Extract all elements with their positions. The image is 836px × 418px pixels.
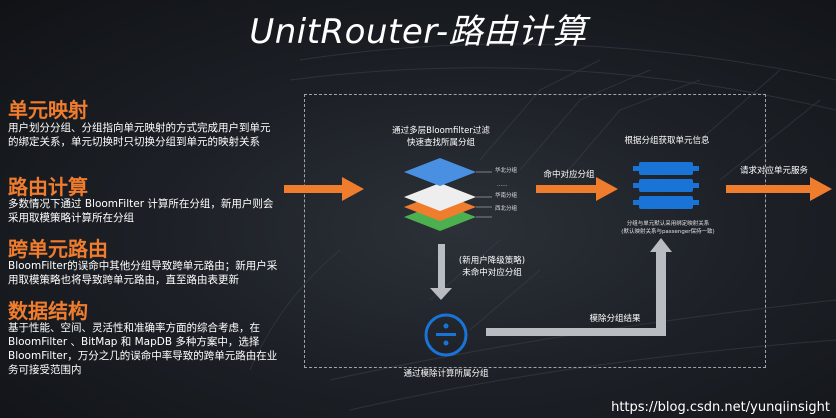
bloom-label-line2: 快速查找所属分组 — [406, 138, 475, 148]
layer-label-northwest: 西北分组 — [495, 206, 518, 212]
section-heading-unit-mapping: 单元映射 — [8, 98, 88, 122]
request-unit-label: 请求对应单元服务 — [739, 166, 808, 176]
layer-label-south: 华南分组 — [495, 193, 518, 199]
section-heading-cross-unit: 跨单元路由 — [8, 237, 108, 261]
section-body-cross-unit: BloomFilter的误命中其他分组导致跨单元路由；新用户采用取模策略也将导致… — [8, 260, 278, 286]
fallback-label-line1: (新用户降级策略) — [458, 256, 526, 266]
modulo-divide-icon — [424, 313, 468, 357]
unit-note-line1: 分组与单元默认采用绑定映射关系 — [626, 221, 710, 227]
unit-bar-2 — [633, 179, 699, 192]
section-body-unit-mapping: 用户划分分组、分组指向单元映射的方式完成用户到单元的绑定关系，单元切换时只切换分… — [8, 122, 271, 148]
unit-bar-1 — [633, 162, 699, 175]
unit-info-label: 根据分组获取单元信息 — [624, 136, 710, 146]
unit-note-line2: (默认映射关系与passenger保持一致) — [621, 229, 715, 235]
diagram-frame — [304, 94, 766, 368]
fallback-arrow — [430, 244, 452, 300]
outgoing-arrow — [726, 177, 832, 201]
section-heading-data-structure: 数据结构 — [8, 299, 88, 323]
incoming-arrow — [284, 177, 364, 201]
watermark: https://blog.csdn.net/yunqiinsight — [611, 400, 830, 415]
modulo-label: 通过模除计算所属分组 — [403, 369, 489, 379]
bloom-label-line1: 通过多层Bloomfilter过滤 — [392, 126, 490, 136]
hit-arrow — [536, 177, 618, 201]
modulo-result-arrow — [486, 238, 672, 336]
bloomfilter-layers — [404, 158, 492, 231]
hit-label: 命中对应分组 — [543, 170, 595, 180]
fallback-label-line2: 未命中对应分组 — [462, 268, 522, 278]
section-heading-route-calc: 路由计算 — [8, 175, 88, 199]
page-title: UnitRouter-路由计算 — [249, 12, 587, 52]
modulo-result-label: 模除分组结果 — [589, 314, 641, 324]
layer-label-north: 华北分组 — [495, 168, 518, 174]
unit-bar-3 — [633, 196, 699, 209]
layer-label-ellipsis: ...... — [497, 182, 508, 188]
section-body-route-calc: 多数情况下通过 BloomFilter 计算所在分组，新用户则会采用取模策略计算… — [8, 198, 274, 224]
section-body-data-structure: 基于性能、空间、灵活性和准确率方面的综合考虑，在 BloomFilter 、Bi… — [8, 322, 278, 376]
